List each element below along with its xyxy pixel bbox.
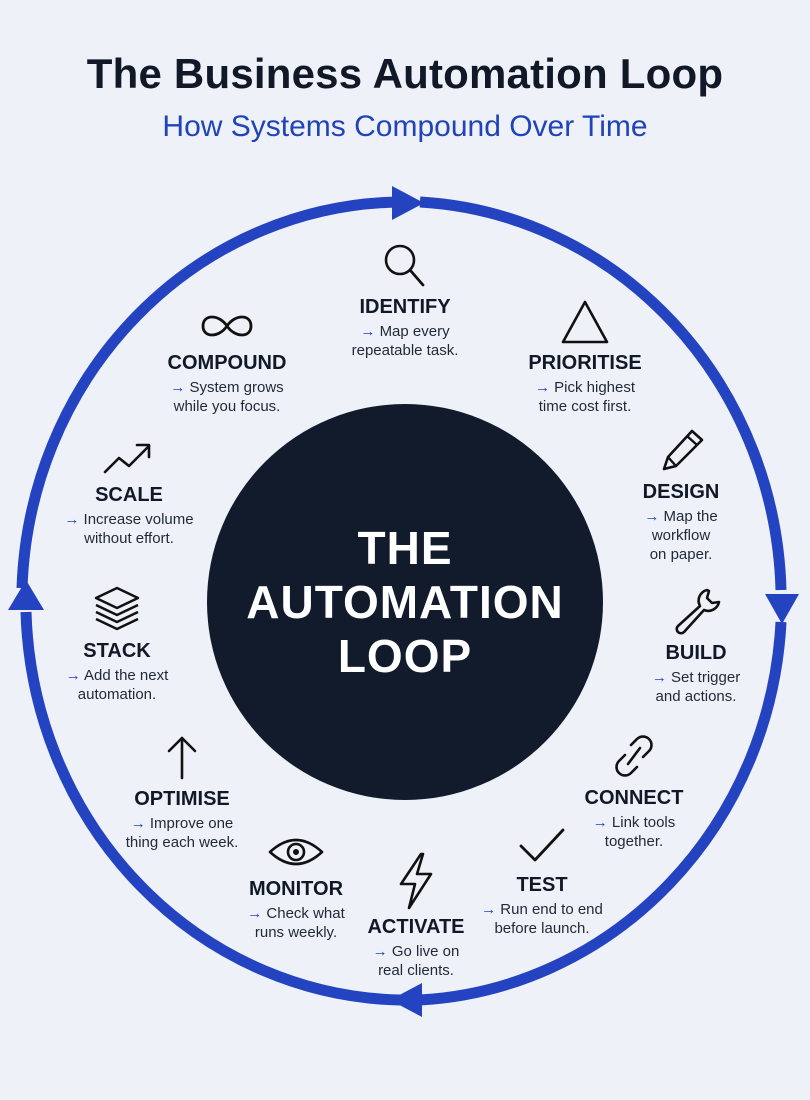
step-arrow: → [644, 508, 660, 525]
step-arrow: → [247, 905, 263, 922]
step-build: BUILD → Set trigger and actions. [606, 586, 786, 706]
trend-up-icon [103, 443, 151, 474]
step-test: TEST → Run end to end before launch. [452, 822, 632, 938]
step-desc: → Increase volume without effort. [39, 510, 219, 548]
step-scale: SCALE → Increase volume without effort. [39, 438, 219, 548]
step-arrow: → [651, 669, 667, 686]
step-arrow: → [360, 323, 376, 340]
step-desc-text: Map every repeatable task. [351, 323, 459, 359]
step-name: TEST [516, 874, 568, 896]
ring-arrowhead-bottom [390, 983, 422, 1017]
step-name: ACTIVATE [367, 916, 465, 938]
step-desc: → Check what runs weekly. [206, 904, 386, 942]
step-identify: IDENTIFY → Map every repeatable task. [315, 240, 495, 360]
step-name: MONITOR [248, 878, 344, 900]
ring-arc-right [419, 196, 787, 591]
checkmark-icon [519, 828, 565, 862]
step-arrow: → [592, 814, 608, 831]
ring-arrowhead-right [765, 594, 799, 624]
step-desc: → System grows while you focus. [137, 378, 317, 416]
wrench-icon [675, 588, 721, 635]
step-arrow: → [130, 815, 146, 832]
step-desc: → Map every repeatable task. [315, 322, 495, 360]
ring-arrowhead-left [8, 580, 44, 610]
step-arrow: → [372, 943, 388, 960]
step-desc-text: Improve one thing each week. [125, 815, 239, 851]
ring-arc-top-left [16, 196, 401, 589]
step-arrow: → [534, 379, 550, 396]
step-arrow: → [170, 379, 186, 396]
search-icon [384, 244, 425, 287]
step-desc-text: Check what runs weekly. [254, 905, 345, 941]
step-desc: → Improve one thing each week. [92, 814, 272, 852]
step-desc-text: Map the workflow on paper. [649, 508, 718, 563]
step-desc-text: Link tools together. [604, 814, 676, 850]
step-design: DESIGN → Map the workflow on paper. [591, 425, 771, 564]
lightning-icon [399, 852, 433, 910]
center-line-1: THE [357, 522, 453, 574]
step-desc-text: Add the next automation. [77, 667, 169, 703]
step-desc: → Set trigger and actions. [606, 668, 786, 706]
triangle-icon [561, 300, 609, 344]
ring-arrowhead-top [392, 186, 424, 220]
step-desc-text: Increase volume without effort. [83, 511, 194, 547]
page-subtitle: How Systems Compound Over Time [162, 110, 648, 143]
step-desc-text: Pick highest time cost first. [538, 379, 636, 415]
step-name: CONNECT [584, 787, 684, 809]
step-desc-text: System grows while you focus. [173, 379, 284, 415]
step-stack: STACK → Add the next automation. [27, 584, 207, 704]
step-prioritise: PRIORITISE → Pick highest time cost firs… [495, 298, 675, 416]
step-desc: → Link tools together. [544, 813, 724, 851]
step-name: STACK [83, 640, 151, 662]
step-desc: → Go live on real clients. [326, 942, 506, 980]
step-name: OPTIMISE [134, 788, 230, 810]
ring-arc-bottom-right [419, 621, 787, 1006]
step-arrow: → [64, 511, 80, 528]
center-line-3: LOOP [337, 630, 473, 682]
step-optimise: OPTIMISE → Improve one thing each week. [92, 732, 272, 852]
step-name: SCALE [95, 484, 163, 506]
step-desc-text: Run end to end before launch. [494, 901, 603, 937]
step-name: BUILD [665, 642, 727, 664]
layers-icon [94, 586, 140, 631]
ring-arc-bottom-left [20, 611, 401, 1006]
step-desc-text: Set trigger and actions. [655, 669, 741, 705]
step-activate: ACTIVATE → Go live on real clients. [326, 852, 506, 980]
infinity-icon [201, 315, 253, 337]
step-arrow: → [65, 667, 81, 684]
step-connect: CONNECT → Link tools together. [544, 731, 724, 851]
step-name: PRIORITISE [528, 352, 642, 374]
arrow-up-icon [167, 736, 197, 780]
center-line-2: AUTOMATION [246, 576, 564, 628]
eye-icon [268, 838, 324, 866]
link-icon [615, 735, 653, 777]
step-desc: → Map the workflow on paper. [591, 507, 771, 564]
step-desc-text: Go live on real clients. [378, 943, 460, 979]
page-title: The Business Automation Loop [86, 50, 724, 97]
step-desc: → Pick highest time cost first. [495, 378, 675, 416]
step-compound: COMPOUND → System grows while you focus. [137, 306, 317, 416]
step-monitor: MONITOR → Check what runs weekly. [206, 832, 386, 942]
step-name: DESIGN [642, 481, 720, 503]
step-arrow: → [481, 901, 497, 918]
step-name: COMPOUND [167, 352, 287, 374]
step-desc: → Add the next automation. [27, 666, 207, 704]
step-name: IDENTIFY [359, 296, 451, 318]
loop-center-circle: THE AUTOMATION LOOP [207, 404, 603, 800]
pencil-icon [662, 429, 704, 471]
step-desc: → Run end to end before launch. [452, 900, 632, 938]
